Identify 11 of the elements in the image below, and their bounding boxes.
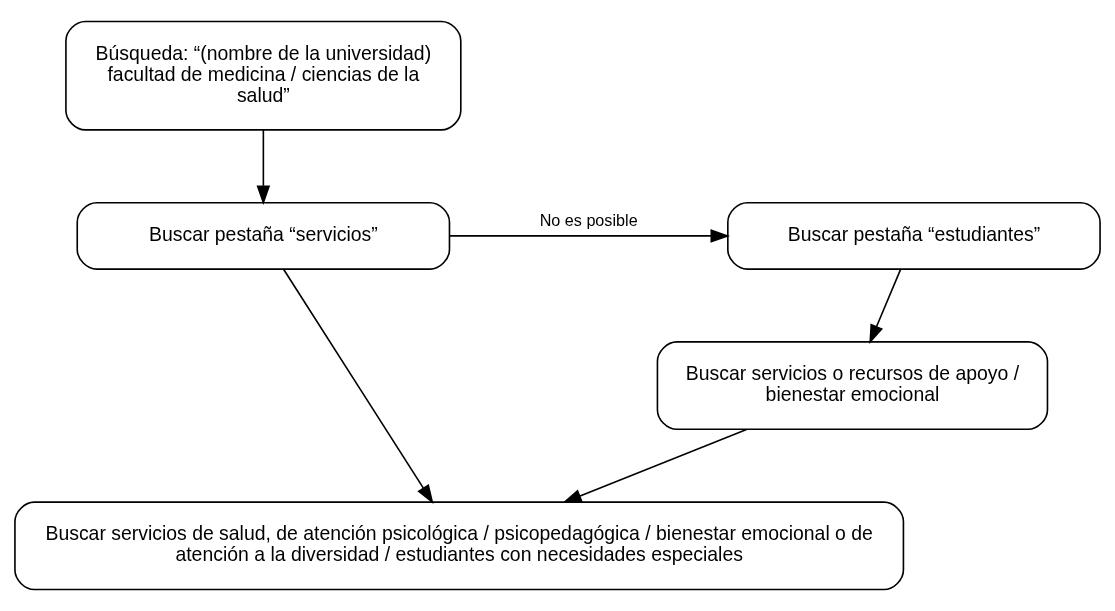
node-box: Búsqueda: “(nombre de la universidad) facultad de medicina / ciencias de la salud” — [65, 20, 462, 131]
arrow — [256, 129, 271, 205]
node-box: Buscar servicios o recursos de apoyo / bienestar emocional — [656, 341, 1049, 431]
arrow — [449, 229, 730, 243]
node-box: Buscar pestaña “servicios” — [76, 201, 451, 270]
edge-label: No es posible — [539, 211, 638, 230]
node-box: Buscar servicios de salud, de atención psicológica / psicopedagógica / bienestar emocional o de atención a la diversidad / estudiantes con necesidades especiales — [14, 501, 905, 591]
arrow — [869, 268, 902, 344]
arrow — [562, 428, 748, 504]
arrow — [282, 268, 434, 505]
node-box: Buscar pestaña “estudiantes” — [727, 201, 1101, 270]
